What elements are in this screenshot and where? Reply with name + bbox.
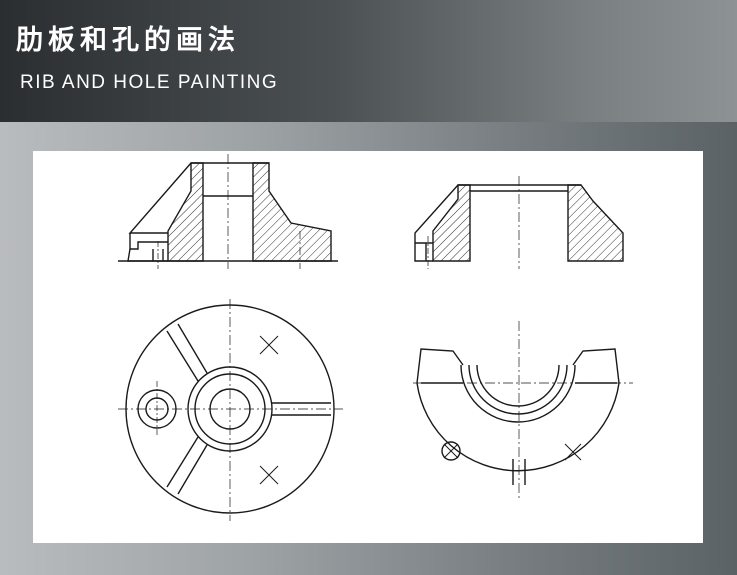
- front-section-view-right: [414, 176, 624, 269]
- title-english: RIB AND HOLE PAINTING: [20, 72, 279, 93]
- front-section-view-left: [118, 154, 338, 269]
- left-section-body: [167, 162, 204, 262]
- x-mark-right: [564, 443, 582, 461]
- right-section-body: [252, 162, 332, 262]
- right-view-right-section: [567, 184, 624, 262]
- rib-upper-left: [166, 323, 208, 382]
- drawing-panel: [33, 151, 703, 543]
- x-mark-lower: [259, 465, 279, 485]
- title-chinese: 肋板和孔的画法: [16, 25, 240, 56]
- rib-right: [272, 402, 331, 416]
- rib-bottom: [512, 459, 526, 485]
- x-mark-upper: [259, 335, 279, 355]
- inner-arc-3: [476, 364, 560, 407]
- engineering-drawing: [118, 154, 633, 521]
- rib-lower-left: [166, 436, 208, 495]
- header-banner: 肋板和孔的画法 RIB AND HOLE PAINTING: [0, 0, 737, 122]
- top-view-right: [413, 321, 633, 501]
- inner-arc-1: [460, 364, 576, 423]
- outer-half-circle: [416, 382, 620, 472]
- small-hole: [441, 441, 461, 461]
- top-view-left: [118, 299, 343, 521]
- right-view-left-section: [432, 184, 471, 262]
- inner-arc-2: [468, 364, 568, 415]
- base-flange-left: [129, 233, 168, 250]
